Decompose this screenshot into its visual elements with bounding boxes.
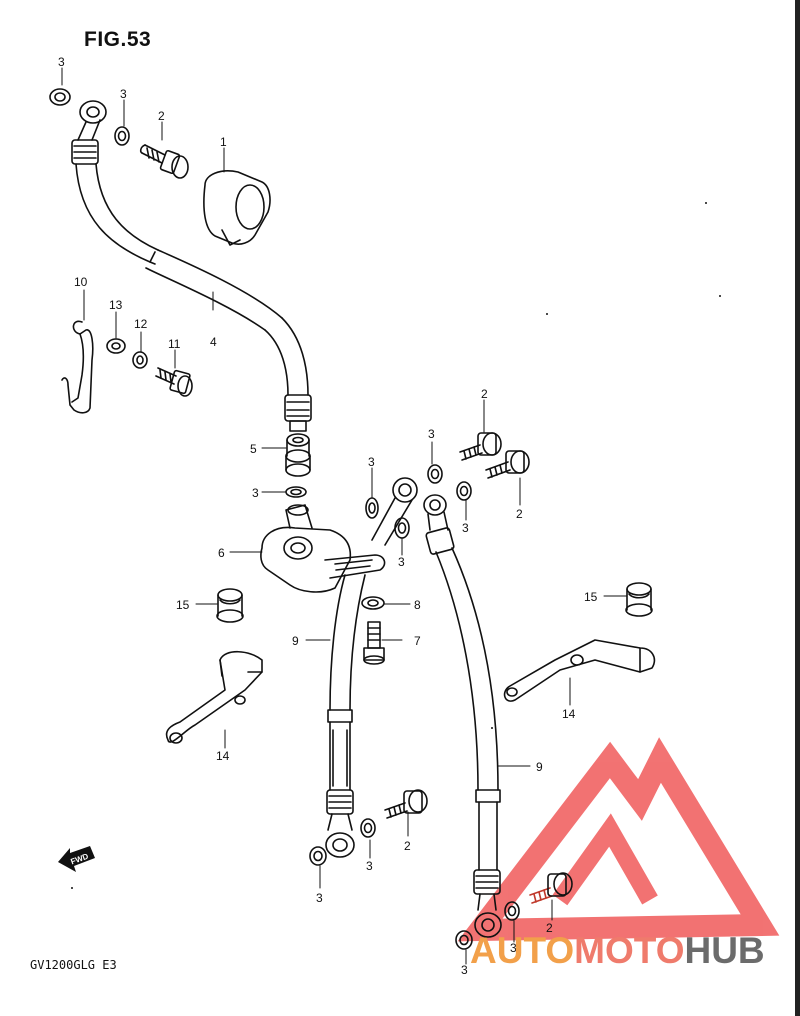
union-bolt	[485, 450, 530, 479]
callout-number: 11	[168, 337, 181, 351]
callout-number: 14	[216, 749, 230, 763]
hose-joint-nut	[285, 433, 311, 477]
gasket-washer	[360, 818, 376, 838]
callout-number: 2	[404, 839, 411, 853]
union-bolt	[139, 144, 189, 179]
damper-grommet	[216, 588, 244, 623]
hose-cap	[203, 170, 271, 246]
gasket-washer	[427, 464, 443, 484]
gasket-washer	[114, 126, 130, 146]
clamp-bolt	[155, 367, 193, 397]
gasket-washer	[49, 88, 71, 106]
mounting-washer	[361, 596, 385, 610]
callout-number: 15	[584, 590, 598, 604]
callout-number: 10	[74, 275, 88, 289]
callout-number: 5	[250, 442, 257, 456]
callout-number: 3	[428, 427, 435, 441]
callout-number: 12	[134, 317, 148, 331]
watermark-text: AUTOMOTOHUB	[470, 931, 765, 971]
lock-washer	[132, 351, 148, 369]
callout-labels: 1 2 2 2 2 3 3 3 3 3 3 3 3 3 3 3 4 5 6 7 …	[58, 55, 598, 977]
callout-number: 3	[252, 486, 259, 500]
brake-hose-right	[423, 494, 502, 938]
callout-number: 3	[462, 521, 469, 535]
callout-number: 7	[414, 634, 421, 648]
callout-number: 14	[562, 707, 576, 721]
callout-number: 4	[210, 335, 217, 349]
callout-number: 3	[398, 555, 405, 569]
callout-number: 2	[158, 109, 165, 123]
watermark-logo-icon	[457, 737, 780, 942]
callout-number: 3	[366, 859, 373, 873]
plain-washer	[106, 338, 126, 354]
callout-number: 3	[461, 963, 468, 977]
callout-number: 9	[292, 634, 299, 648]
brake-hose-left	[325, 574, 366, 858]
damper-grommet	[625, 582, 653, 617]
figure-title: FIG.53	[84, 28, 152, 51]
callout-number: 2	[516, 507, 523, 521]
callout-number: 3	[316, 891, 323, 905]
callout-number: 2	[481, 387, 488, 401]
right-border	[795, 0, 800, 1016]
mounting-bolt	[363, 621, 385, 665]
hose-bracket	[165, 650, 263, 744]
hose-bracket	[503, 639, 656, 702]
banjo-fitting-left-upper	[371, 477, 418, 546]
watermark-hub: HUB	[684, 930, 765, 971]
callout-number: 3	[58, 55, 65, 69]
callout-number: 3	[368, 455, 375, 469]
callout-number: 2	[546, 921, 553, 935]
union-bolt	[384, 789, 428, 819]
gasket-washer	[504, 901, 520, 921]
hose-clip	[61, 320, 94, 414]
gasket-washer	[394, 517, 410, 539]
callout-number: 13	[109, 298, 123, 312]
brake-hose-joint	[260, 504, 386, 593]
callout-number: 1	[220, 135, 227, 149]
model-code: GV1200GLG E3	[30, 958, 117, 972]
forward-direction-arrow-icon: FWD	[58, 846, 95, 872]
callout-number: 8	[414, 598, 421, 612]
gasket-washer	[309, 846, 327, 866]
callout-number: 9	[536, 760, 543, 774]
gasket-washer	[455, 930, 473, 950]
brake-hose-upper	[71, 100, 312, 432]
watermark-auto: AUTO	[470, 930, 575, 971]
union-bolt	[459, 432, 502, 461]
callout-number: 15	[176, 598, 190, 612]
callout-number: 6	[218, 546, 225, 560]
leader-lines	[61, 67, 628, 965]
union-bolt	[529, 872, 573, 904]
gasket-washer	[456, 481, 472, 501]
callout-number: 3	[510, 941, 517, 955]
watermark-moto: MOTO	[574, 930, 685, 971]
gasket-washer	[365, 497, 379, 519]
callout-number: 3	[120, 87, 127, 101]
